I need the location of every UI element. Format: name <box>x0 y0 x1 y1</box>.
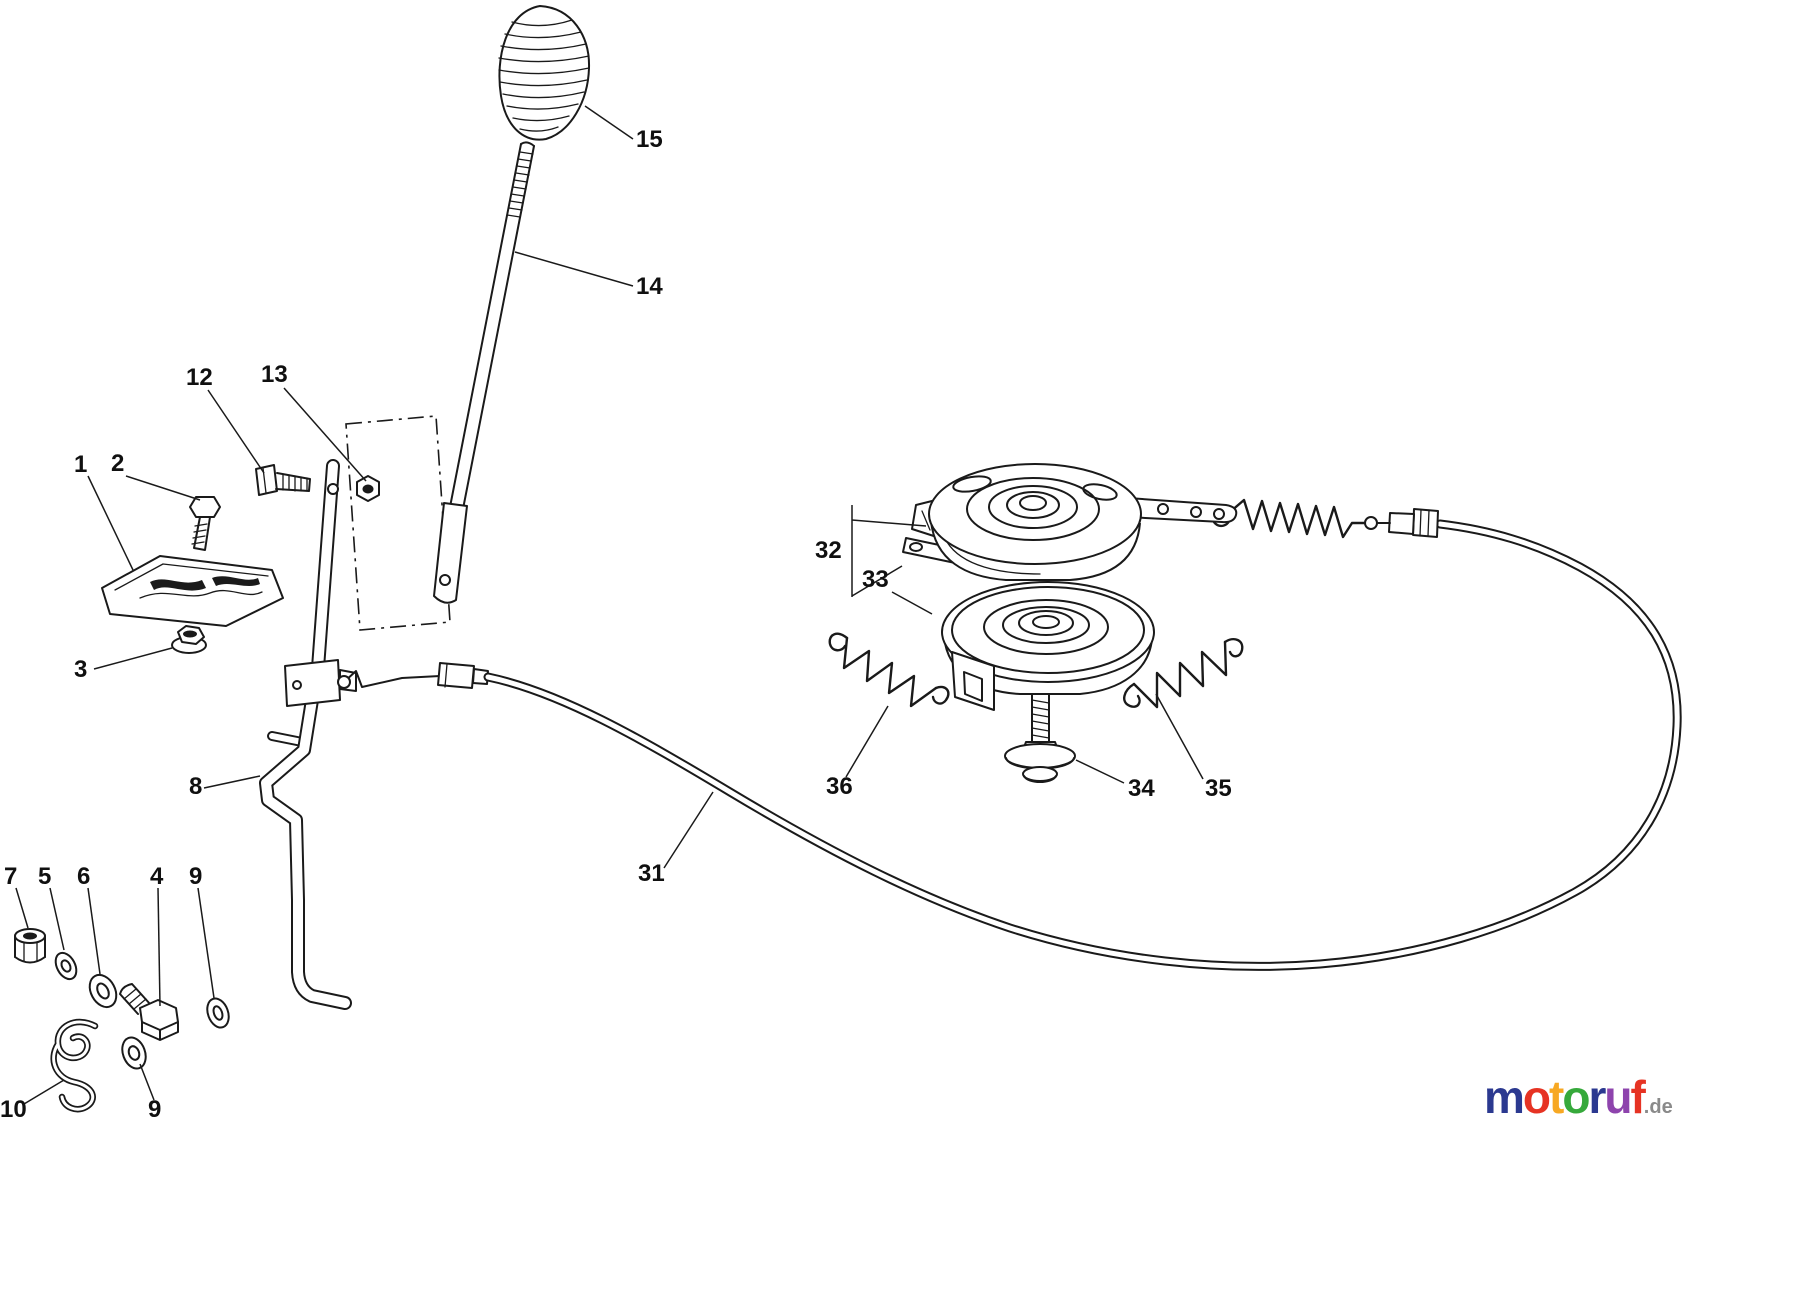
callout-part-15: 15 <box>636 126 663 153</box>
logo-letter-o1: o <box>1523 1071 1550 1123</box>
clutch-field-assembly-32 <box>902 463 1238 581</box>
callout-part-31: 31 <box>638 860 665 887</box>
washer-5 <box>54 951 78 981</box>
logo-letter-o2: o <box>1562 1071 1589 1123</box>
logo-letter-u: u <box>1604 1071 1630 1123</box>
callout-part-8: 8 <box>189 773 202 800</box>
leader-lines <box>15 105 1204 1105</box>
lever-rod-14 <box>433 141 535 604</box>
callout-part-32: 32 <box>815 537 842 564</box>
logo-letter-r: r <box>1588 1071 1606 1123</box>
callout-part-7: 7 <box>4 863 17 890</box>
rod-sleeve <box>433 502 468 604</box>
svg-text:motoruf.de: motoruf.de <box>1484 1071 1673 1123</box>
callout-part-33: 33 <box>862 566 889 593</box>
rod-thread-lines <box>506 151 534 218</box>
callout-part-12: 12 <box>186 364 213 391</box>
callout-part-5: 5 <box>38 863 51 890</box>
logo-suffix: .de <box>1644 1096 1673 1118</box>
lever-clamp-bracket <box>284 659 341 707</box>
callout-part-9-lower: 9 <box>148 1096 161 1123</box>
logo-letter-t: t <box>1549 1071 1564 1123</box>
callout-part-14: 14 <box>636 273 663 300</box>
callout-part-9-upper: 9 <box>189 863 202 890</box>
nut-13 <box>356 475 380 502</box>
washer-9-upper <box>206 997 230 1029</box>
callout-part-2: 2 <box>111 450 124 477</box>
clutch-rotor-pulley-33 <box>941 581 1155 711</box>
callout-labels: 15 14 12 13 1 2 3 8 31 32 33 36 34 35 7 … <box>0 126 1232 1123</box>
callout-part-34: 34 <box>1128 775 1155 802</box>
callout-part-10: 10 <box>0 1096 27 1123</box>
clutch-anchor-arm <box>1126 497 1238 524</box>
callout-part-13: 13 <box>261 361 288 388</box>
center-bolt-34 <box>1004 693 1076 783</box>
callout-part-35: 35 <box>1205 775 1232 802</box>
bolt-2 <box>189 496 221 551</box>
logo-letter-m: m <box>1484 1071 1523 1123</box>
callout-part-36: 36 <box>826 773 853 800</box>
bolt-12 <box>255 464 311 496</box>
callout-part-3: 3 <box>74 656 87 683</box>
phantom-outline <box>345 415 451 631</box>
callout-part-6: 6 <box>77 863 90 890</box>
callout-part-4: 4 <box>150 863 164 890</box>
knob-rib-lines <box>498 19 590 132</box>
flange-nut-3 <box>171 625 207 654</box>
callout-part-1: 1 <box>74 451 87 478</box>
washer-9-lower <box>121 1036 147 1070</box>
grip-knob-15 <box>498 5 591 141</box>
hex-bolt-4 <box>119 983 179 1041</box>
hex-nut-7 <box>14 928 46 964</box>
hairpin-clip-10 <box>50 1018 99 1113</box>
control-cable-31 <box>337 508 1682 971</box>
engagement-lever-8 <box>259 459 357 1010</box>
washer-6 <box>88 973 118 1009</box>
pulley-bracket <box>951 651 995 711</box>
pedal-plate-1 <box>101 555 284 627</box>
motoruf-logo: motoruf.de <box>1484 1071 1673 1123</box>
return-spring-36 <box>828 632 950 708</box>
